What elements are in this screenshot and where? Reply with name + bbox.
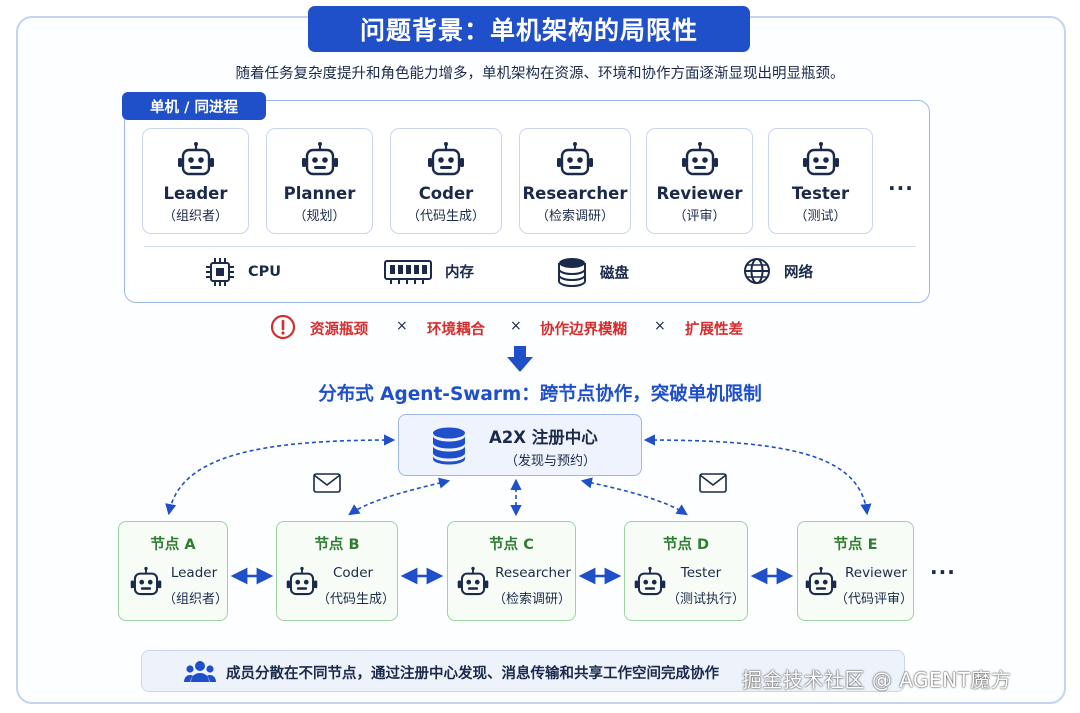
issue-separator: × (510, 318, 522, 334)
team-icon (184, 661, 216, 682)
page-title: 问题背景：单机架构的局限性 (308, 6, 750, 52)
hardware-label: 网络 (784, 264, 813, 281)
robot-icon (801, 141, 841, 181)
node-title: 节点 E (833, 537, 878, 553)
role-desc: （组织者） (162, 209, 228, 224)
role-name: Reviewer (656, 184, 743, 203)
node-c: 节点 C Researcher （检索调研） (447, 521, 576, 621)
issue-item: 资源瓶颈 (310, 322, 368, 338)
more-nodes-ellipsis: ··· (930, 560, 956, 584)
summary-text: 成员分散在不同节点，通过注册中心发现、消息传输和共享工作空间完成协作 (226, 666, 719, 682)
cpu-icon (206, 258, 234, 286)
issue-separator: × (654, 318, 666, 334)
registry-title: A2X 注册中心 (489, 428, 598, 447)
role-desc: （检索调研） (535, 209, 614, 224)
summary-bar: 成员分散在不同节点，通过注册中心发现、消息传输和共享工作空间完成协作 (141, 650, 905, 692)
node-role-desc: （测试执行） (666, 592, 745, 607)
more-roles-ellipsis: ··· (888, 176, 914, 200)
robot-icon (633, 566, 667, 600)
node-title: 节点 D (662, 537, 710, 553)
watermark: 掘金技术社区 @ AGENT魔方 (742, 668, 1012, 692)
role-card-coder: Coder （代码生成） (390, 128, 502, 234)
robot-icon (804, 566, 838, 600)
mail-icon (699, 473, 727, 493)
memory-icon (384, 260, 432, 284)
hardware-label: 内存 (445, 264, 474, 281)
node-d: 节点 D Tester （测试执行） (624, 521, 748, 621)
hardware-memory: 内存 (383, 256, 474, 286)
role-name: Tester (791, 184, 850, 203)
database-icon (433, 427, 465, 465)
issue-separator: × (396, 318, 408, 334)
registry-center: A2X 注册中心 （发现与预约） (398, 414, 642, 476)
role-name: Coder (418, 184, 474, 203)
node-e: 节点 E Reviewer （代码评审） (797, 521, 914, 621)
node-role-desc: （代码生成） (316, 592, 395, 607)
disk-icon (558, 258, 586, 288)
node-title: 节点 C (489, 537, 534, 553)
hardware-divider (144, 246, 916, 247)
robot-icon (456, 566, 490, 600)
issues-row: 资源瓶颈 × 环境耦合 × 协作边界模糊 × 扩展性差 (0, 314, 1080, 340)
node-title: 节点 A (150, 537, 196, 553)
robot-icon (176, 141, 216, 181)
robot-icon (680, 141, 720, 181)
role-desc: （测试） (794, 209, 847, 224)
issue-item: 扩展性差 (685, 322, 743, 338)
node-role: Tester (680, 565, 722, 581)
node-role: Coder (332, 565, 374, 581)
role-name: Planner (283, 184, 356, 203)
mail-icon (313, 473, 341, 493)
node-role: Reviewer (844, 565, 908, 581)
hardware-label: 磁盘 (600, 265, 629, 282)
issue-item: 环境耦合 (427, 322, 485, 338)
robot-icon (426, 141, 466, 181)
node-role-desc: （组织者） (163, 592, 229, 607)
single-machine-tag: 单机 / 同进程 (122, 92, 266, 120)
role-name: Leader (163, 184, 228, 203)
hardware-label: CPU (248, 264, 282, 280)
role-card-planner: Planner （规划） (266, 128, 373, 234)
alert-icon (270, 314, 296, 340)
role-card-tester: Tester （测试） (768, 128, 873, 234)
issue-item: 协作边界模糊 (540, 322, 627, 338)
hardware-network: 网络 (742, 256, 813, 286)
node-role-desc: （检索调研） (492, 592, 571, 607)
node-title: 节点 B (314, 537, 360, 553)
down-arrow-icon (507, 346, 533, 372)
robot-icon (285, 566, 319, 600)
node-role: Researcher (495, 565, 571, 581)
node-b: 节点 B Coder （代码生成） (276, 521, 398, 621)
hardware-disk: 磁盘 (556, 256, 629, 288)
role-name: Researcher (522, 184, 628, 203)
role-desc: （代码生成） (406, 209, 485, 224)
robot-icon (555, 141, 595, 181)
globe-icon (744, 258, 770, 284)
role-card-reviewer: Reviewer （评审） (646, 128, 753, 234)
role-desc: （规划） (293, 209, 346, 224)
subtitle: 随着任务复杂度提升和角色能力增多，单机架构在资源、环境和协作方面逐渐显现出明显瓶… (235, 66, 845, 82)
robot-icon (300, 141, 340, 181)
node-role: Leader (170, 565, 218, 581)
registry-subtitle: （发现与预约） (505, 454, 597, 469)
swarm-title: 分布式 Agent-Swarm：跨节点协作，突破单机限制 (318, 384, 762, 405)
node-role-desc: （代码评审） (834, 592, 913, 607)
role-card-researcher: Researcher （检索调研） (519, 128, 631, 234)
hardware-cpu: CPU (204, 256, 281, 288)
role-desc: （评审） (673, 209, 726, 224)
robot-icon (129, 566, 163, 600)
role-card-leader: Leader （组织者） (142, 128, 249, 234)
node-a: 节点 A Leader （组织者） (118, 521, 228, 621)
